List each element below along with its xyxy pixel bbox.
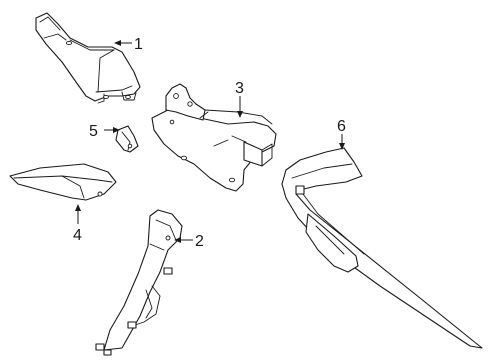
callout-3: 3 [235,80,244,97]
leader-2 [174,237,193,243]
part-1-upper-pillar-trim [35,12,141,104]
part-3-side-trim-panel [151,83,277,192]
part-5-clip [115,125,139,153]
callout-1: 1 [134,36,143,53]
callout-4: 4 [73,227,82,244]
leader-3 [237,96,243,118]
leader-5 [104,127,120,133]
callout-5: 5 [89,123,98,140]
leader-6 [339,134,345,150]
callout-6: 6 [337,118,346,135]
leader-1 [114,40,132,46]
part-6-long-pillar-cover [281,147,483,349]
part-4-wedge-trim [9,163,117,201]
leader-4 [75,204,81,224]
callout-2: 2 [195,233,204,250]
part-2-lower-pillar-trim [95,209,183,356]
